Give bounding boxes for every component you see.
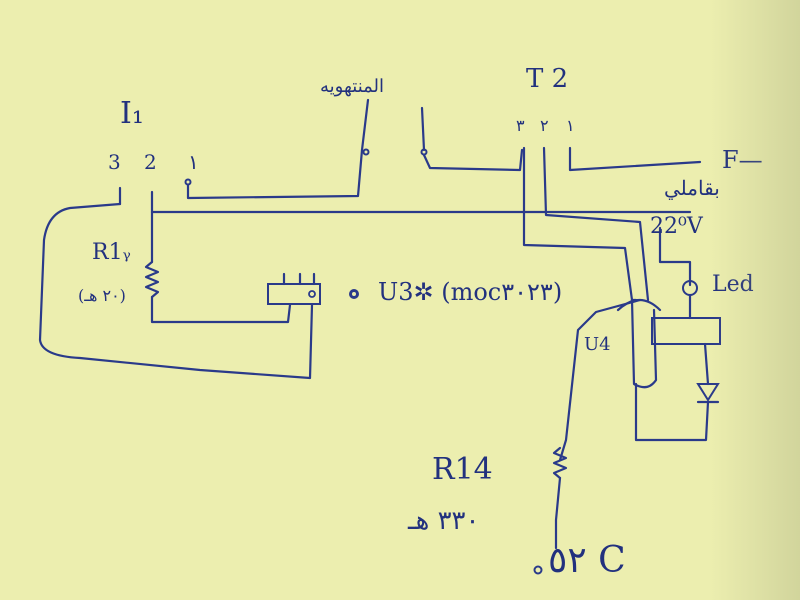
r14-name-label: R14 [432, 452, 493, 487]
r15-value-label: (٢٠ هـ) [78, 286, 126, 305]
t2-pin2-lead [542, 146, 650, 302]
t1-label: I₁ [120, 96, 144, 131]
wire-r15-to-moc [150, 295, 292, 324]
wire-t1-pin3-loop [38, 202, 314, 380]
moc3023-pins [282, 272, 316, 286]
supply-voltage-label: 22⁰V [650, 214, 703, 239]
triac-loop [630, 298, 658, 389]
t1-pin2-label: 2 [144, 150, 157, 174]
top-switch-arabic-label: المنتهویه [320, 76, 385, 97]
triac-u4-label: U4 [584, 334, 611, 355]
led-label: Led [712, 272, 754, 297]
top-switch-contact [362, 148, 370, 156]
led-driver-block [651, 317, 721, 345]
triac-u4-lead [558, 298, 642, 462]
t1-pin1-contact [184, 178, 192, 186]
resistor-r14-body [552, 446, 568, 480]
t2-pin1-label: ١ [566, 116, 575, 135]
resistor-r15-body [144, 260, 160, 299]
u3-moc3023-label: U3✲ (moc٣٠٢٣) [378, 278, 563, 306]
output-terminal-icon [533, 565, 543, 575]
moc3023-pin1-dot [308, 290, 316, 298]
r15-name-label: R1ᵧ [92, 240, 131, 265]
r14-value-label: ٣٣٠ هـ [408, 506, 480, 536]
top-switch-arm [360, 98, 370, 152]
t2-pin3-lead [522, 146, 634, 302]
center-switch-arm [420, 106, 426, 152]
wire-diode-return [634, 382, 710, 442]
right-arabic-label: بقاملي [664, 176, 720, 200]
diode-symbol [696, 383, 720, 402]
line-f-label: F— [722, 146, 763, 174]
wire-center-switch-to-t2 [422, 148, 524, 172]
t1-pin1-label: ١ [188, 150, 199, 174]
center-switch-contact [420, 148, 428, 156]
wire-r14-to-output [554, 476, 562, 550]
t2-label: T 2 [526, 64, 569, 94]
t1-pin3-label: 3 [108, 150, 121, 174]
wire-bus-to-led [658, 226, 692, 287]
output-label: ٥۲ C [548, 540, 626, 581]
t2-pin3-label: ٣ [516, 116, 525, 135]
wire-block-to-diode [703, 342, 710, 386]
t2-pin2-label: ٢ [540, 116, 549, 135]
t2-pin1-lead [568, 146, 702, 172]
wire-t1-pin1-to-switch [186, 148, 364, 200]
moc3023-package [267, 283, 321, 305]
